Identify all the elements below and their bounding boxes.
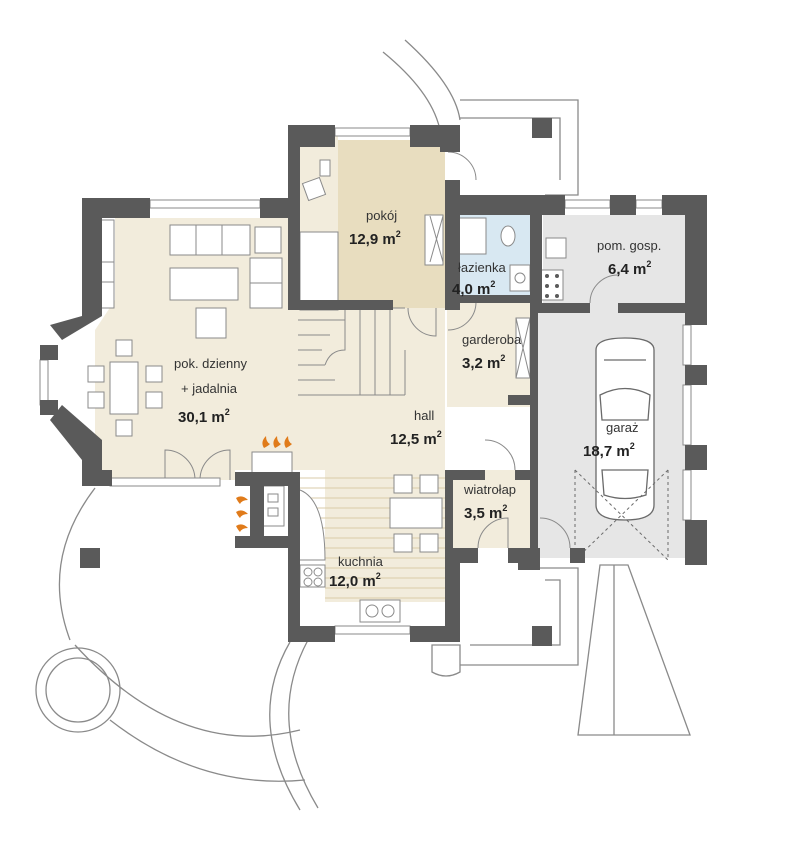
terrace-pillar xyxy=(80,548,100,568)
room-pokoj: pokój 12,9 m2 xyxy=(349,208,401,248)
doors xyxy=(164,151,619,549)
pergola-bottom xyxy=(460,567,579,666)
terrace-arc2 xyxy=(269,641,301,811)
interior xyxy=(39,127,692,635)
walls xyxy=(40,125,707,642)
room-name-garderoba: garderoba xyxy=(462,332,522,347)
pergola-top-inner xyxy=(460,117,561,180)
garage-door-swing xyxy=(574,469,669,561)
room-wiatrolap: wiatrołap 3,5 m2 xyxy=(463,482,516,522)
pillar-top xyxy=(532,118,552,138)
room-kuchnia: kuchnia 12,0 m2 xyxy=(329,554,384,590)
room-name-pok-dzienny: pok. dzienny xyxy=(174,356,247,371)
room-lazienka: łazienka 4,0 m2 xyxy=(452,260,506,298)
room-hall: hall 12,5 m2 xyxy=(390,408,442,448)
pomgosp-floor xyxy=(543,215,687,303)
pergola-bottom-inner xyxy=(470,579,561,646)
room-name-pokoj: pokój xyxy=(366,208,397,223)
terrace-path xyxy=(109,719,306,782)
car xyxy=(595,337,655,521)
terrace-arc3 xyxy=(288,639,319,809)
room-garderoba: garderoba 3,2 m2 xyxy=(462,332,522,372)
round-table-inner xyxy=(45,657,111,723)
entrance-step xyxy=(431,644,461,677)
room-area-pom-gosp: 6,4 m2 xyxy=(608,259,651,278)
room-area-kuchnia: 12,0 m2 xyxy=(329,571,381,590)
wardrobe xyxy=(429,215,531,379)
pillar-bottom xyxy=(532,626,552,646)
room-area-garaz: 18,7 m2 xyxy=(583,441,635,460)
room-area-lazienka: 4,0 m2 xyxy=(452,279,495,298)
room-pom-gosp: pom. gosp. 6,4 m2 xyxy=(597,238,661,278)
terrace-curve-bottom xyxy=(74,644,301,737)
terrace-arc xyxy=(58,487,96,641)
sofa-set xyxy=(99,219,283,339)
driveway xyxy=(577,564,691,736)
utility-fixtures xyxy=(540,237,567,301)
room-garaz: garaż 18,7 m2 xyxy=(583,420,639,460)
entrance-arc-top xyxy=(404,39,461,121)
outdoor xyxy=(35,39,691,811)
room-name2-pok-dzienny: + jadalnia xyxy=(181,381,238,396)
room-name-wiatrolap: wiatrołap xyxy=(463,482,516,497)
round-table xyxy=(35,647,121,733)
room-area-pok-dzienny: 30,1 m2 xyxy=(178,407,230,426)
room-area-wiatrolap: 3,5 m2 xyxy=(464,503,507,522)
pokoj-furniture xyxy=(299,159,444,311)
room-area-pokoj: 12,9 m2 xyxy=(349,229,401,248)
room-name-garaz: garaż xyxy=(606,420,639,435)
kitchen-bar xyxy=(299,474,443,623)
room-area-hall: 12,5 m2 xyxy=(390,429,442,448)
room-name-hall: hall xyxy=(414,408,434,423)
room-name-kuchnia: kuchnia xyxy=(338,554,384,569)
room-labels: pokój 12,9 m2 łazienka 4,0 m2 pom. gosp.… xyxy=(174,208,661,590)
room-area-garderoba: 3,2 m2 xyxy=(462,353,505,372)
room-name-pom-gosp: pom. gosp. xyxy=(597,238,661,253)
entrance-arc-top-inner xyxy=(382,51,441,131)
room-name-lazienka: łazienka xyxy=(458,260,506,275)
fire-icons xyxy=(236,436,292,532)
dining-table xyxy=(87,339,163,437)
room-pok-dzienny: pok. dzienny + jadalnia 30,1 m2 xyxy=(174,356,247,426)
